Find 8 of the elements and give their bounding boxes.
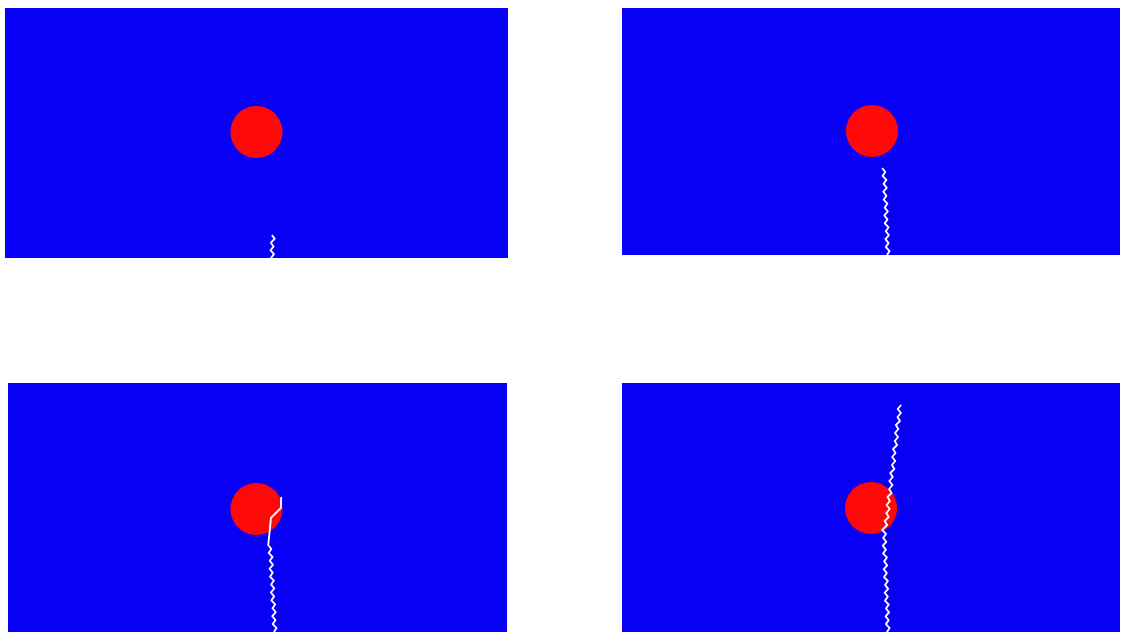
panel-box [5, 8, 508, 258]
circle [230, 483, 283, 535]
panel-box [8, 383, 507, 632]
circle [230, 106, 283, 158]
circle [846, 105, 898, 157]
circle [845, 482, 897, 534]
panel-box [622, 8, 1120, 255]
panel-box [622, 383, 1120, 632]
